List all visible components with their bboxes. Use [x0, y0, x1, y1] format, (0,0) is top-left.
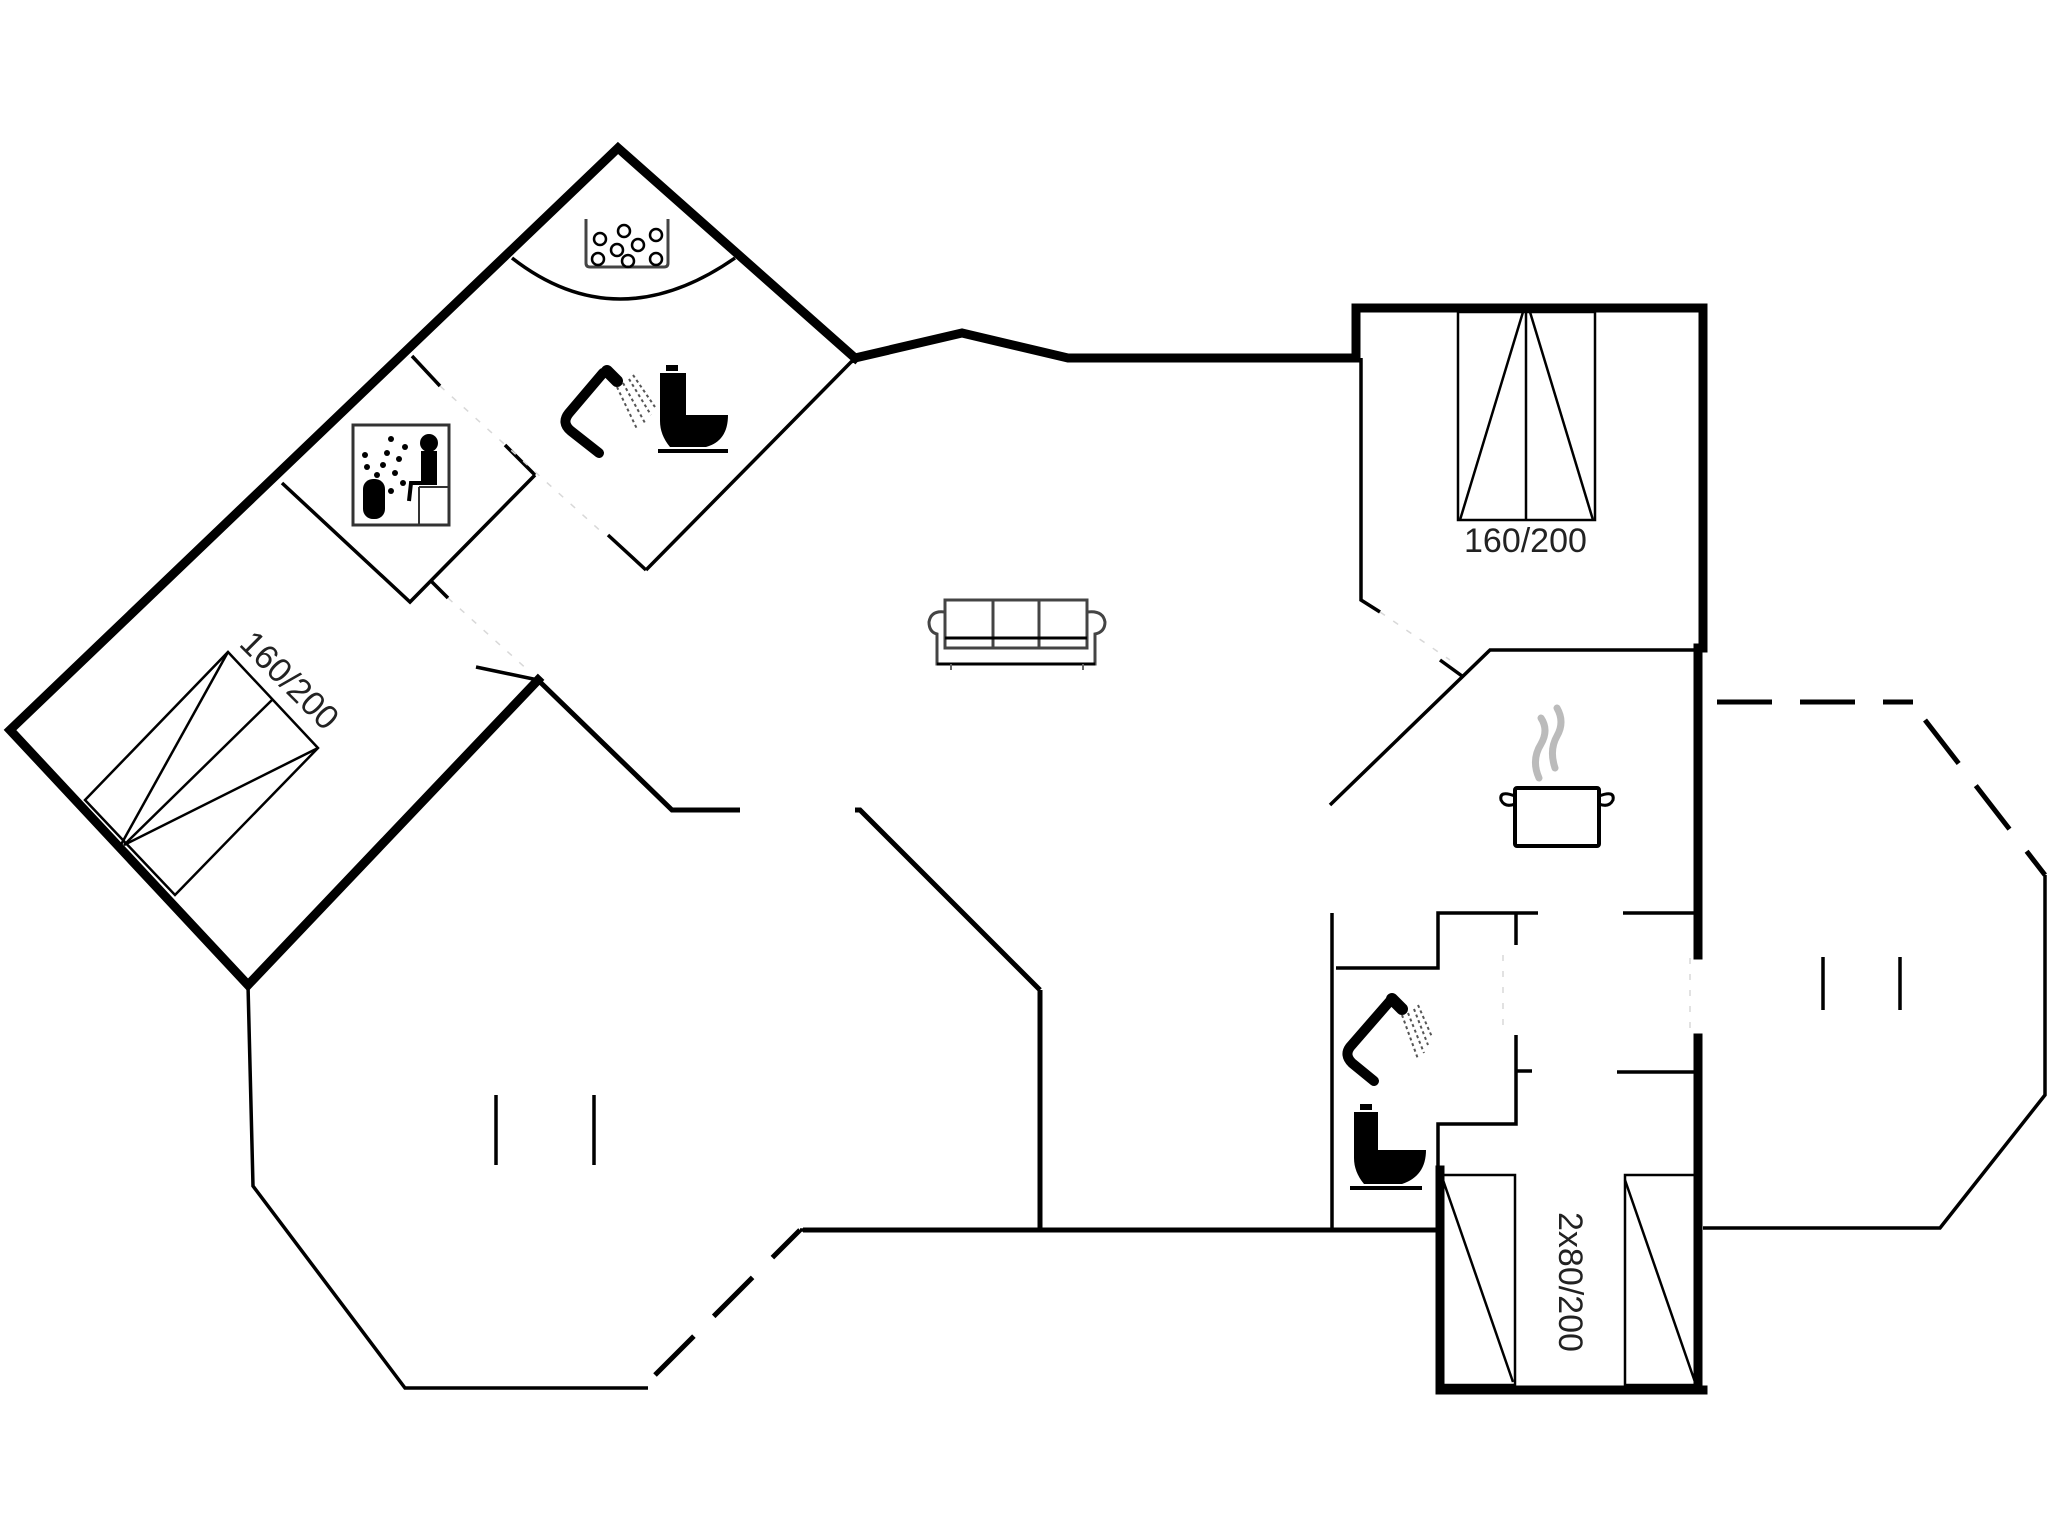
- terrace-left: [246, 984, 803, 1390]
- bed-label-2x80-200: 2x80/200: [1551, 1212, 1589, 1352]
- bed-bedroom-2: 160/200: [1456, 310, 1597, 560]
- shower-icon: [1342, 993, 1433, 1086]
- bed-label-160-200-right: 160/200: [1464, 522, 1587, 560]
- shower-icon: [560, 365, 656, 458]
- sofa-icon: [927, 598, 1107, 670]
- door-openings: [439, 385, 1691, 1035]
- toilet-icon: [1350, 1104, 1426, 1190]
- bed-bedroom-3: 2x80/200: [1441, 1173, 1699, 1387]
- interior-walls: [280, 256, 1698, 1230]
- exterior-walls: [3, 141, 1708, 1395]
- toilet-icon: [658, 365, 728, 453]
- terrace-right: [1703, 699, 2047, 1230]
- cooking-pot-icon: [1499, 704, 1615, 848]
- sauna-icon: [351, 423, 451, 527]
- whirlpool-icon: [584, 219, 670, 269]
